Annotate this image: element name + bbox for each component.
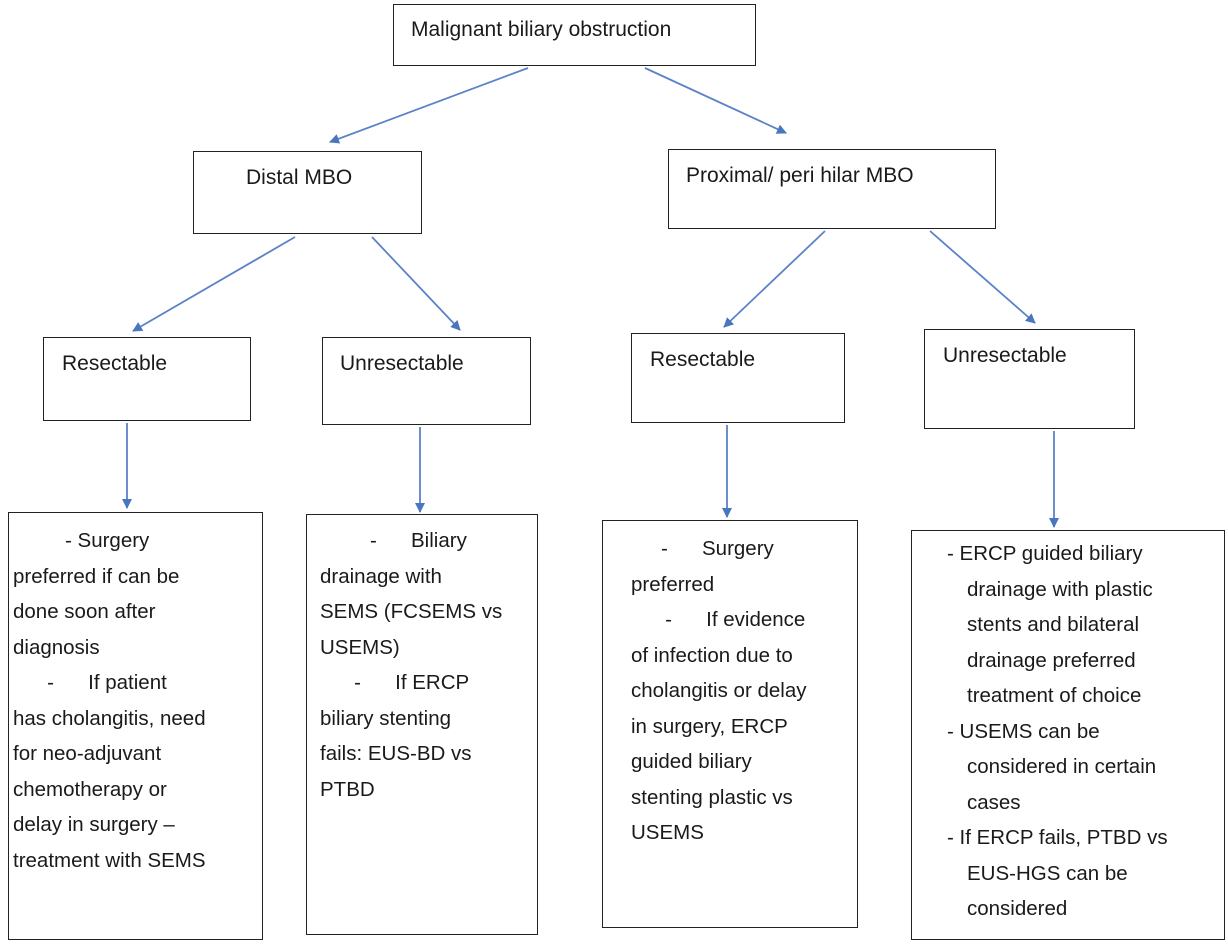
proximal-unresectable-label: Unresectable — [943, 344, 1067, 367]
detail-line: guided biliary — [631, 750, 752, 773]
detail-line: treatment of choice — [967, 684, 1142, 707]
distal-resectable-node — [43, 337, 251, 421]
distal-unresectable-label: Unresectable — [340, 352, 464, 375]
proximal-resectable-node — [631, 333, 845, 423]
detail-line: USEMS — [631, 821, 704, 844]
arrow-root-to-distal — [329, 67, 529, 144]
detail-line: - Surgery — [661, 537, 774, 560]
detail-line: drainage with plastic — [967, 577, 1153, 601]
detail-line: - If evidence — [631, 608, 806, 631]
arrow-proximal-to-resectable — [723, 230, 826, 328]
detail-line: preferred — [631, 572, 715, 596]
detail-line: stents and bilateral — [967, 613, 1140, 636]
detail-line: PTBD — [320, 777, 375, 801]
detail-line: - If ERCP — [320, 671, 470, 694]
detail-line: fails: EUS-BD vs — [320, 742, 472, 765]
detail-line: SEMS (FCSEMS vs — [320, 600, 503, 623]
detail-line: stenting plastic vs — [631, 785, 793, 809]
proximal-resectable-label: Resectable — [650, 348, 756, 371]
distal-mbo-label: Distal MBO — [246, 166, 353, 189]
arrow-root-to-proximal — [644, 67, 787, 134]
detail-line: for neo-adjuvant — [13, 742, 162, 765]
detail-line: diagnosis — [13, 635, 100, 659]
detail-line: has cholangitis, need — [13, 706, 206, 730]
distal-resectable-details: - Surgery preferred if can be done soon … — [13, 523, 206, 878]
detail-line: USEMS) — [320, 635, 400, 659]
detail-line: - Biliary — [370, 529, 467, 552]
arrow-distal-to-unresectable — [371, 236, 461, 331]
detail-line: - If patient — [13, 671, 167, 694]
distal-resectable-details-box — [8, 512, 263, 940]
detail-line: chemotherapy or — [13, 777, 167, 801]
detail-line: biliary stenting — [320, 706, 452, 730]
proximal-resectable-details-box — [602, 520, 858, 928]
proximal-unresectable-details: - ERCP guided biliary drainage with plas… — [947, 536, 1168, 927]
detail-line: EUS-HGS can be — [967, 861, 1128, 885]
proximal-resectable-details: - Surgery preferred - If evidence of inf… — [631, 531, 807, 851]
detail-line: - If ERCP fails, PTBD vs — [947, 826, 1168, 849]
distal-unresectable-node — [322, 337, 531, 425]
detail-line: - ERCP guided biliary — [947, 542, 1143, 565]
detail-line: of infection due to — [631, 643, 793, 667]
proximal-unresectable-details-box — [911, 530, 1225, 940]
detail-line: considered — [967, 897, 1068, 920]
proximal-unresectable-node — [924, 329, 1135, 429]
detail-line: - USEMS can be — [947, 719, 1100, 743]
detail-line: cases — [967, 790, 1021, 814]
distal-unresectable-details-box — [306, 514, 538, 935]
root-node — [393, 4, 756, 66]
proximal-mbo-label: Proximal/ peri hilar MBO — [686, 164, 914, 187]
distal-unresectable-details: - Biliary drainage with SEMS (FCSEMS vs … — [320, 523, 502, 807]
root-node-label: Malignant biliary obstruction — [411, 18, 672, 41]
detail-line: cholangitis or delay — [631, 679, 807, 702]
detail-line: delay in surgery – — [13, 813, 175, 836]
detail-line: done soon after — [13, 600, 156, 623]
detail-line: considered in certain — [967, 755, 1157, 778]
detail-line: in surgery, ERCP — [631, 714, 788, 738]
detail-line: treatment with SEMS — [13, 848, 206, 872]
detail-line: - Surgery — [65, 529, 150, 552]
arrow-distal-to-resectable — [132, 236, 296, 332]
distal-resectable-label: Resectable — [62, 352, 168, 375]
detail-line: drainage with — [320, 564, 442, 588]
arrow-proximal-to-unresectable — [929, 230, 1036, 324]
detail-line: drainage preferred — [967, 648, 1136, 672]
detail-line: preferred if can be — [13, 564, 180, 588]
distal-mbo-node — [193, 151, 422, 234]
proximal-mbo-node — [668, 149, 996, 229]
